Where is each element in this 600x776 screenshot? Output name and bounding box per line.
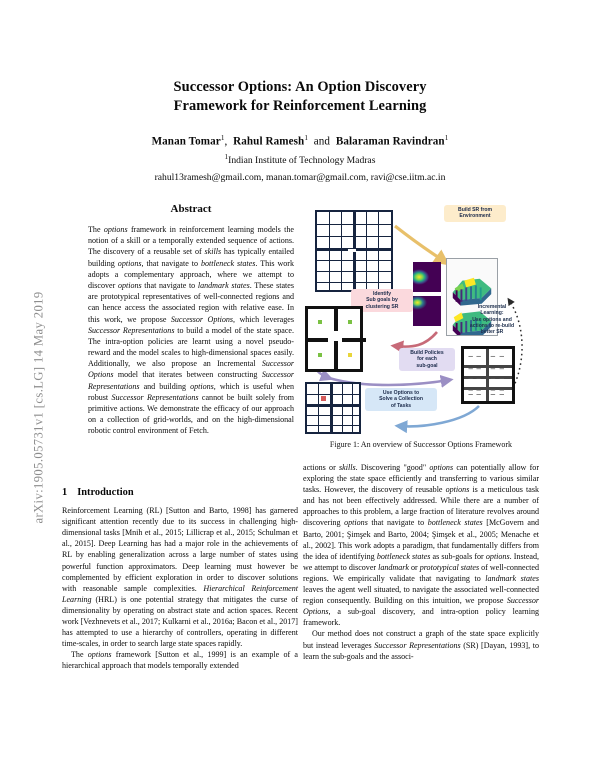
intro-paragraph-1: Reinforcement Learning (RL) [Sutton and … <box>62 506 298 649</box>
figure-1-graphic: Build SR from Environment <box>303 196 539 434</box>
author-3: Balaraman Ravindran <box>335 135 445 148</box>
author-list: Manan Tomar1, Rahul Ramesh1 and Balarama… <box>62 134 538 148</box>
sr-heatmap-1 <box>413 262 441 292</box>
affiliation-marker: 1 <box>224 152 229 161</box>
author-3-affil-marker: 1 <box>444 134 449 142</box>
page-title: Successor Options: An Option Discovery F… <box>62 78 538 115</box>
intro-paragraph-2: The options framework [Sutton et al., 19… <box>62 650 298 671</box>
subgoal-rooms-diagram <box>305 306 366 372</box>
column-left: 1 Introduction Reinforcement Learning (RL… <box>62 487 298 672</box>
figure-label-build-sr: Build SR from Environment <box>444 205 506 222</box>
author-1: Manan Tomar <box>151 135 221 148</box>
section-title: Introduction <box>77 487 134 498</box>
subgoal-dot <box>348 353 352 357</box>
abstract-heading: Abstract <box>170 203 212 215</box>
figure-label-build-policies: Build Policies for each sub-goal <box>399 348 455 371</box>
author-2-affil-marker: 1 <box>304 134 309 142</box>
figure-label-identify-subgoals: Identify Sub goals by clustering SR <box>351 289 413 312</box>
figure-label-incremental-learning: Incremental Learning: Use options and ac… <box>469 304 515 336</box>
subgoal-dot <box>318 320 322 324</box>
figure-1: Build SR from Environment <box>303 196 539 449</box>
intro-paragraph-4: Our method does not construct a graph of… <box>303 629 539 661</box>
author-2: Rahul Ramesh <box>233 135 305 148</box>
author-conjunction: and <box>313 135 331 148</box>
affiliation: 1Indian Institute of Technology Madras <box>62 153 538 166</box>
affiliation-name: Indian Institute of Technology Madras <box>228 154 376 166</box>
section-number: 1 <box>62 487 68 498</box>
figure-label-use-options: Use Options to Solve a Collection of Tas… <box>365 388 437 411</box>
author-separator-1: , <box>224 135 228 148</box>
section-heading-introduction: 1 Introduction <box>62 487 298 498</box>
abstract-text: The options framework in reinforcement l… <box>88 225 295 436</box>
sr-surface-panel <box>446 258 498 339</box>
sr-heatmap-2 <box>413 296 441 326</box>
tasks-grid-icon <box>305 382 361 434</box>
figure-arrows <box>313 224 523 434</box>
environment-grid-icon <box>315 210 393 292</box>
abstract-block: Abstract The options framework in reinfo… <box>88 203 294 437</box>
subgoal-dot <box>348 320 352 324</box>
column-right: actions or skills. Discovering "good" op… <box>303 462 539 662</box>
option-policy-grid <box>461 346 515 404</box>
figure-1-caption: Figure 1: An overview of Successor Optio… <box>329 440 513 449</box>
title-line-1: Successor Options: An Option Discovery <box>173 79 427 95</box>
author-emails: rahul13ramesh@gmail.com, manan.tomar@gma… <box>154 171 446 183</box>
title-line-2: Framework for Reinforcement Learning <box>173 97 427 114</box>
subgoal-dot <box>318 353 322 357</box>
intro-paragraph-3: actions or skills. Discovering "good" op… <box>303 463 540 628</box>
author-1-affil-marker: 1 <box>220 134 225 142</box>
title-block: Successor Options: An Option Discovery F… <box>62 78 538 183</box>
